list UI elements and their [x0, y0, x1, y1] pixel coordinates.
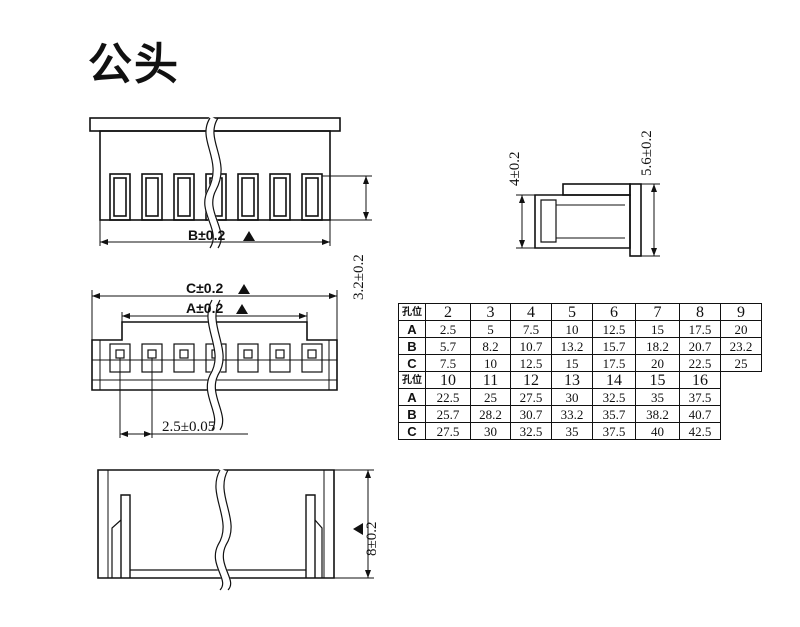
table-cell: 37.5: [592, 422, 636, 440]
table-header-cell: 15: [635, 371, 680, 389]
table-cell: 22.5: [425, 388, 471, 406]
table-row: C 27.5 30 32.5 35 37.5 40 42.5: [398, 422, 762, 440]
table-empty-cell: [721, 389, 762, 406]
table-header-cell: 13: [551, 371, 593, 389]
table-header-cell: 9: [720, 303, 762, 321]
table-header-cell: 16: [679, 371, 721, 389]
a-triangle-icon: [236, 304, 248, 314]
table-cell: 30: [470, 422, 511, 440]
row-label: B: [398, 405, 426, 423]
table-cell: 8.2: [470, 337, 511, 355]
table-header-cell: 10: [425, 371, 471, 389]
table-header-cell: 11: [470, 371, 511, 389]
table-cell: 10: [551, 320, 593, 338]
table-row: B 5.7 8.2 10.7 13.2 15.7 18.2 20.7 23.2: [398, 337, 762, 355]
table-cell: 35: [635, 388, 680, 406]
row-label: A: [398, 320, 426, 338]
table-empty-cell: [721, 372, 762, 389]
table-header-cell: 7: [635, 303, 680, 321]
table-cell: 28.2: [470, 405, 511, 423]
table-cell: 40.7: [679, 405, 721, 423]
dim-b-label: B±0.2: [188, 227, 225, 243]
table-cell: 2.5: [425, 320, 471, 338]
table-cell: 10.7: [510, 337, 552, 355]
table-cell: 30.7: [510, 405, 552, 423]
table-cell: 15: [551, 354, 593, 372]
table-cell: 12.5: [592, 320, 636, 338]
table-empty-cell: [721, 423, 762, 440]
table-cell: 17.5: [679, 320, 721, 338]
height-triangle-icon: [353, 523, 363, 535]
table-empty-cell: [721, 406, 762, 423]
dim-height-3-2-label: 3.2±0.2: [351, 254, 367, 300]
row-label: C: [398, 422, 426, 440]
table-cell: 20.7: [679, 337, 721, 355]
table-header-cell: 12: [510, 371, 552, 389]
table-row: 孔位 10 11 12 13 14 15 16: [398, 371, 762, 389]
b-triangle-icon: [243, 231, 255, 241]
c-triangle-icon: [238, 284, 250, 294]
table-cell: 38.2: [635, 405, 680, 423]
table-cell: 13.2: [551, 337, 593, 355]
bottom-view: [97, 467, 374, 594]
table-header-cell: 8: [679, 303, 721, 321]
table-header-cell: 4: [510, 303, 552, 321]
row-label: B: [398, 337, 426, 355]
table-cell: 15: [635, 320, 680, 338]
table-cell: 15.7: [592, 337, 636, 355]
page-title: 公头: [88, 39, 180, 90]
table-header-cell: 3: [470, 303, 511, 321]
table-cell: 35.7: [592, 405, 636, 423]
table-cell: 20: [635, 354, 680, 372]
table-cell: 25: [470, 388, 511, 406]
table-corner-label: 孔位: [398, 303, 426, 321]
table-header-cell: 5: [551, 303, 593, 321]
row-label: C: [398, 354, 426, 372]
table-cell: 33.2: [551, 405, 593, 423]
table-cell: 7.5: [425, 354, 471, 372]
dim-a-label: A±0.2: [186, 300, 223, 316]
table-cell: 10: [470, 354, 511, 372]
table-cell: 42.5: [679, 422, 721, 440]
table-cell: 5: [470, 320, 511, 338]
table-cell: 37.5: [679, 388, 721, 406]
table-cell: 5.7: [425, 337, 471, 355]
row-label: A: [398, 388, 426, 406]
dim-height-8-label: 8±0.2: [364, 522, 380, 556]
table-row: A 2.5 5 7.5 10 12.5 15 17.5 20: [398, 320, 762, 338]
table-cell: 7.5: [510, 320, 552, 338]
table-cell: 32.5: [510, 422, 552, 440]
table-header-cell: 6: [592, 303, 636, 321]
table-row: 孔位 2 3 4 5 6 7 8 9: [398, 303, 762, 321]
table-cell: 18.2: [635, 337, 680, 355]
table-cell: 20: [720, 320, 762, 338]
table-corner-label: 孔位: [398, 371, 426, 389]
dim-c-label: C±0.2: [186, 280, 223, 296]
table-cell: 12.5: [510, 354, 552, 372]
dim-height-4-label: 4±0.2: [507, 152, 523, 186]
table-cell: 40: [635, 422, 680, 440]
table-row: A 22.5 25 27.5 30 32.5 35 37.5: [398, 388, 762, 406]
dim-pitch-label: 2.5±0.05: [162, 419, 215, 435]
top-view: [89, 115, 372, 251]
table-cell: 27.5: [510, 388, 552, 406]
dim-height-5-6-label: 5.6±0.2: [639, 130, 655, 176]
table-cell: 25: [720, 354, 762, 372]
table-header-cell: 2: [425, 303, 471, 321]
table-cell: 32.5: [592, 388, 636, 406]
table-cell: 22.5: [679, 354, 721, 372]
table-cell: 25.7: [425, 405, 471, 423]
table-row: C 7.5 10 12.5 15 17.5 20 22.5 25: [398, 354, 762, 372]
table-cell: 27.5: [425, 422, 471, 440]
table-cell: 17.5: [592, 354, 636, 372]
dimension-table: 孔位 2 3 4 5 6 7 8 9 A 2.5 5 7.5 10 12.5 1…: [398, 303, 762, 440]
front-view: [91, 290, 338, 438]
table-cell: 35: [551, 422, 593, 440]
table-cell: 30: [551, 388, 593, 406]
side-view: [516, 183, 660, 257]
table-header-cell: 14: [592, 371, 636, 389]
table-cell: 23.2: [720, 337, 762, 355]
table-row: B 25.7 28.2 30.7 33.2 35.7 38.2 40.7: [398, 405, 762, 423]
